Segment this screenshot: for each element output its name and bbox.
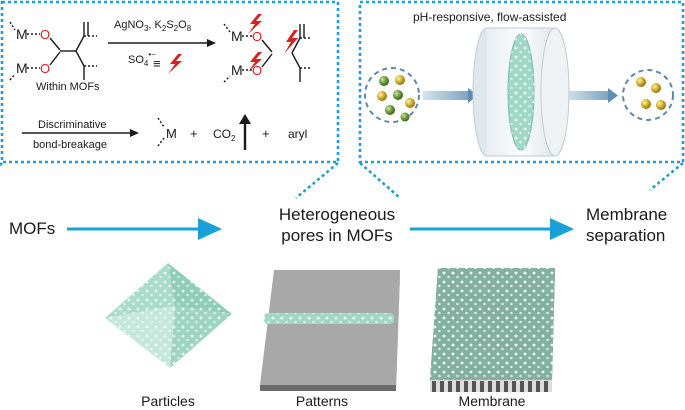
membrane-block xyxy=(430,268,555,392)
separation-box: pH-responsive, flow-assisted xyxy=(358,0,685,199)
atom-metal: M xyxy=(16,26,28,42)
atom-oxygen: O xyxy=(252,29,262,44)
flow-arrow-out xyxy=(566,91,608,100)
particles-caption: Particles xyxy=(141,393,195,409)
gold-particle xyxy=(656,100,666,110)
green-particle xyxy=(385,105,395,115)
separation-title: pH-responsive, flow-assisted xyxy=(413,10,566,24)
separation-label: separation xyxy=(586,226,665,245)
reaction-box: M M O O Within MOFs AgNO3, K2S2O8 xyxy=(0,0,340,199)
membrane-holder xyxy=(472,27,570,157)
within-mofs-label: Within MOFs xyxy=(36,81,100,93)
lightning-icon xyxy=(248,52,262,72)
atom-metal: M xyxy=(231,28,243,44)
mofs-label: MOFs xyxy=(9,219,55,238)
green-particle xyxy=(393,90,403,100)
pores-in-mofs-label: pores in MOFs xyxy=(281,226,392,245)
atom-metal: M xyxy=(166,126,177,141)
bond-breakage-step: Discriminative bond-breakage M + CO2 + a… xyxy=(22,114,307,151)
reaction-arrow: AgNO3, K2S2O8 SO4•− ≡ xyxy=(108,19,216,74)
feed-mixture-circle xyxy=(364,67,420,123)
radical-text: SO4•− xyxy=(128,50,156,68)
gold-particle xyxy=(651,83,661,93)
membrane-caption: Membrane xyxy=(459,393,526,409)
metal-carboxylate-right: M M O O xyxy=(223,14,312,83)
aryl-label: aryl xyxy=(288,127,307,141)
gold-particle xyxy=(636,77,646,87)
equiv-symbol: ≡ xyxy=(153,56,161,71)
main-flow: MOFs Heterogeneous pores in MOFs Membran… xyxy=(9,205,667,245)
lightning-icon xyxy=(284,30,298,54)
atom-oxygen: O xyxy=(40,27,50,42)
membrane-label: Membrane xyxy=(586,205,667,224)
atom-metal: M xyxy=(16,60,28,76)
particle-octahedron xyxy=(105,263,232,368)
discriminative-label: Discriminative xyxy=(38,119,106,131)
bond-breakage-label: bond-breakage xyxy=(33,139,107,151)
green-particle xyxy=(379,76,389,86)
lightning-icon xyxy=(168,54,182,74)
plus-sign: + xyxy=(190,126,198,141)
patterns-caption: Patterns xyxy=(296,393,348,409)
heterogeneous-label: Heterogeneous xyxy=(279,205,395,224)
gold-particle xyxy=(405,98,415,108)
co2-label: CO2 xyxy=(213,127,236,143)
reagent-text: AgNO3, K2S2O8 xyxy=(114,19,192,33)
green-particle xyxy=(400,112,410,122)
lightning-icon xyxy=(248,14,262,34)
gold-particle xyxy=(395,75,405,85)
flow-arrow-in xyxy=(423,91,468,100)
atom-oxygen: O xyxy=(252,63,262,78)
gold-particle xyxy=(641,99,651,109)
atom-oxygen: O xyxy=(40,61,50,76)
pattern-substrate xyxy=(260,270,400,391)
metal-carboxylate-left: M M O O xyxy=(9,21,97,81)
permeate-circle xyxy=(622,69,674,121)
gold-particle xyxy=(377,91,387,101)
atom-metal: M xyxy=(231,62,243,78)
plus-sign: + xyxy=(262,126,270,141)
